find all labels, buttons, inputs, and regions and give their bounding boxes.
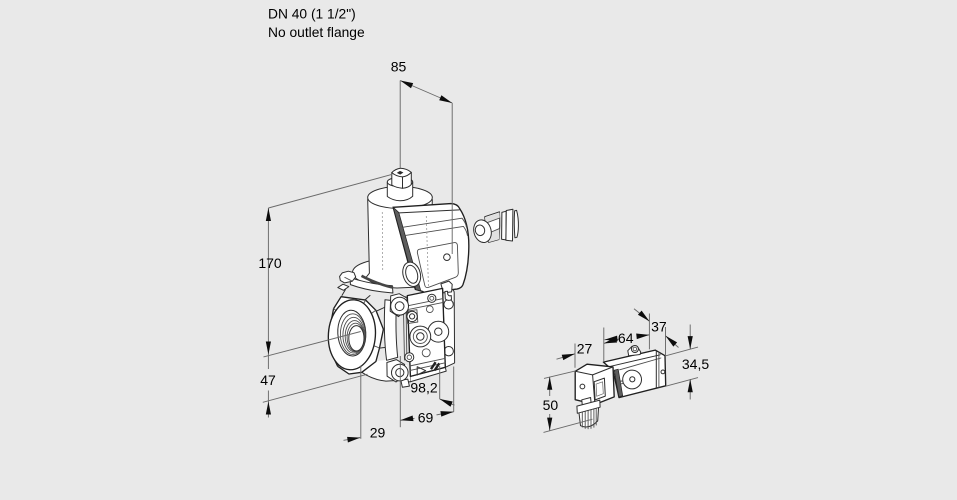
svg-text:47: 47	[260, 372, 276, 388]
svg-text:34,5: 34,5	[682, 356, 709, 372]
svg-text:64: 64	[618, 330, 634, 346]
svg-text:DN 40 (1 1/2"): DN 40 (1 1/2")	[268, 7, 356, 22]
svg-text:50: 50	[543, 397, 559, 413]
svg-text:170: 170	[258, 255, 282, 271]
svg-text:29: 29	[370, 425, 386, 441]
svg-text:No outlet flange: No outlet flange	[268, 25, 365, 40]
svg-text:69: 69	[418, 410, 434, 426]
svg-text:27: 27	[577, 340, 593, 356]
svg-text:85: 85	[391, 59, 407, 75]
svg-text:37: 37	[651, 318, 667, 334]
svg-text:98,2: 98,2	[410, 380, 437, 396]
